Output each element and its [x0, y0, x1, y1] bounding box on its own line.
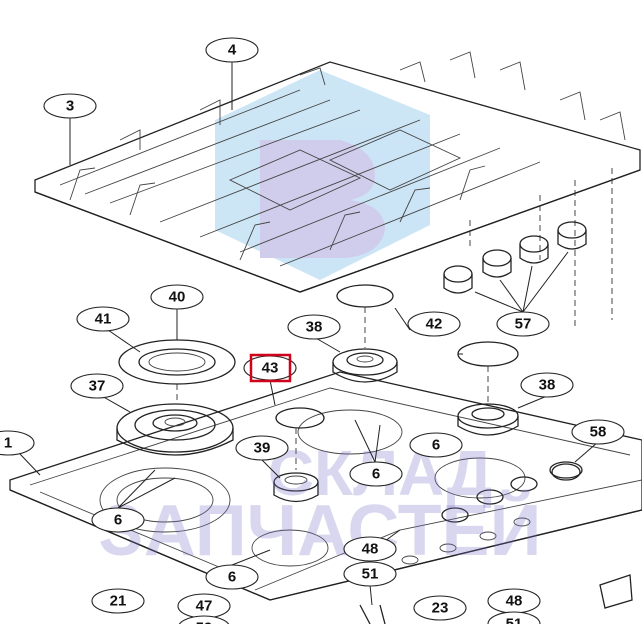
callout-57: 57 [496, 311, 550, 337]
callout-48-center: 48 [343, 536, 397, 562]
svg-text:6: 6 [432, 437, 440, 454]
watermark-line-zapchastei: ЗАПЧАСТЕЙ [99, 489, 542, 571]
callout-58: 58 [571, 419, 625, 445]
svg-text:48: 48 [362, 541, 379, 558]
callout-38-top: 38 [287, 314, 341, 340]
callout-40: 40 [150, 284, 204, 310]
svg-text:43: 43 [262, 360, 279, 377]
svg-text:6: 6 [372, 466, 380, 483]
callout-38-right: 38 [520, 372, 574, 398]
svg-text:59: 59 [196, 620, 213, 624]
semi-rapid-burner [457, 403, 519, 436]
control-knobs [443, 221, 587, 294]
knob-bezel [549, 461, 583, 479]
svg-text:23: 23 [432, 600, 449, 617]
svg-text:51: 51 [506, 616, 523, 624]
svg-text:42: 42 [426, 316, 443, 333]
callout-41: 41 [76, 306, 130, 332]
svg-text:47: 47 [196, 598, 213, 615]
callout-6-left: 6 [91, 507, 145, 533]
callout-42: 42 [407, 311, 461, 337]
callout-43-highlighted[interactable]: 43 [243, 353, 297, 383]
callout-6-center: 6 [349, 461, 403, 487]
svg-text:38: 38 [539, 377, 556, 394]
svg-text:6: 6 [228, 569, 236, 586]
svg-text:21: 21 [110, 593, 127, 610]
rapid-burner [332, 348, 398, 383]
wok-burner [116, 403, 234, 456]
svg-text:40: 40 [169, 289, 186, 306]
knob-seats [401, 463, 581, 565]
svg-text:48: 48 [506, 593, 523, 610]
svg-text:1: 1 [4, 435, 12, 452]
svg-text:6: 6 [114, 512, 122, 529]
svg-text:57: 57 [515, 316, 532, 333]
callout-6-bottom: 6 [205, 564, 259, 590]
svg-text:3: 3 [66, 98, 74, 115]
pan-support-grate [34, 51, 641, 293]
burner-seats [99, 409, 526, 567]
callout-37: 37 [70, 373, 124, 399]
svg-text:4: 4 [228, 42, 237, 59]
callout-6-right: 6 [409, 432, 463, 458]
callout-3: 3 [43, 93, 97, 119]
svg-text:38: 38 [306, 319, 323, 336]
callout-1: 1 [0, 430, 35, 456]
svg-text:51: 51 [362, 566, 379, 583]
callout-47: 47 [177, 593, 231, 619]
bottom-fittings [359, 574, 633, 624]
callout-51-center: 51 [343, 561, 397, 587]
callout-21: 21 [91, 588, 145, 614]
svg-text:39: 39 [254, 440, 271, 457]
callout-51-right: 51 [487, 611, 541, 624]
svg-text:41: 41 [95, 311, 112, 328]
auxiliary-burner [273, 472, 319, 503]
burner-caps [275, 284, 519, 429]
callout-48-right: 48 [487, 588, 541, 614]
callout-23: 23 [413, 595, 467, 621]
callout-59: 59 [178, 615, 230, 624]
burner-ring-cap [118, 339, 236, 385]
callout-4: 4 [205, 37, 259, 63]
svg-text:58: 58 [590, 424, 607, 441]
watermark-logo [215, 70, 430, 280]
callout-39: 39 [235, 435, 289, 461]
svg-text:37: 37 [89, 378, 106, 395]
